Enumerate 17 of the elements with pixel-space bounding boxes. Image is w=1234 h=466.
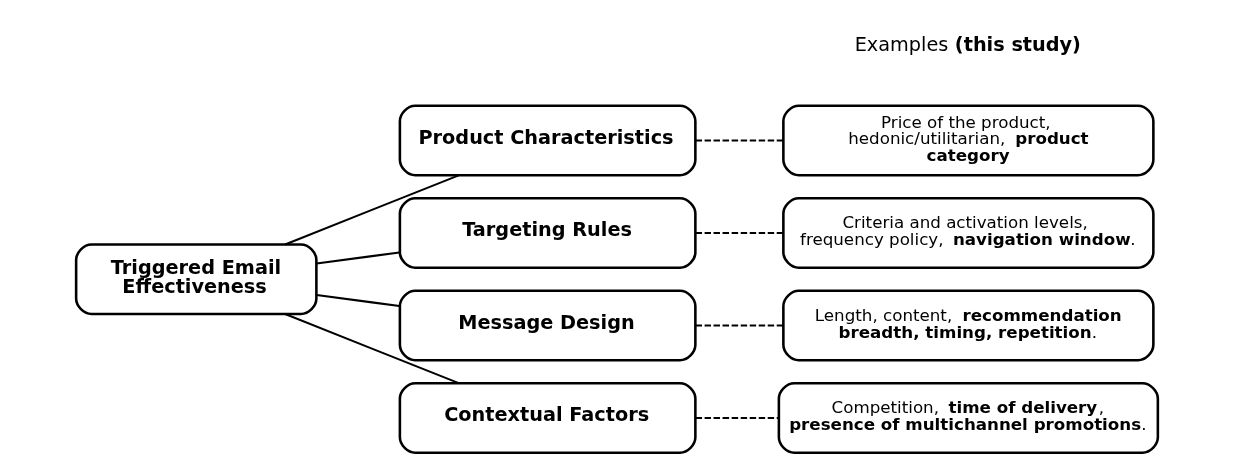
node-box: Competition, time of delivery, presence of multichannel promotions.: [777, 382, 1160, 454]
node-box: Product Characteristics: [398, 104, 697, 177]
connector: [695, 139, 784, 142]
label: Examples (this study): [854, 33, 1081, 57]
connector: [316, 251, 400, 265]
connector: [695, 324, 784, 327]
node-box: Message Design: [398, 289, 697, 362]
node-box: Contextual Factors: [398, 382, 697, 454]
connector: [284, 313, 460, 385]
connector: [316, 294, 400, 308]
node-box: Triggered Email Effectiveness: [74, 243, 318, 316]
connector: [695, 231, 784, 235]
node-box: Length, content, recommendation breadth, timing, repetition.: [782, 289, 1155, 362]
node-box: Price of the product, hedonic/utilitarian, product category: [782, 104, 1155, 177]
node-box: Targeting Rules: [398, 197, 697, 269]
node-box: Criteria and activation levels, frequency policy, navigation window.: [782, 197, 1155, 269]
connector: [695, 416, 779, 420]
